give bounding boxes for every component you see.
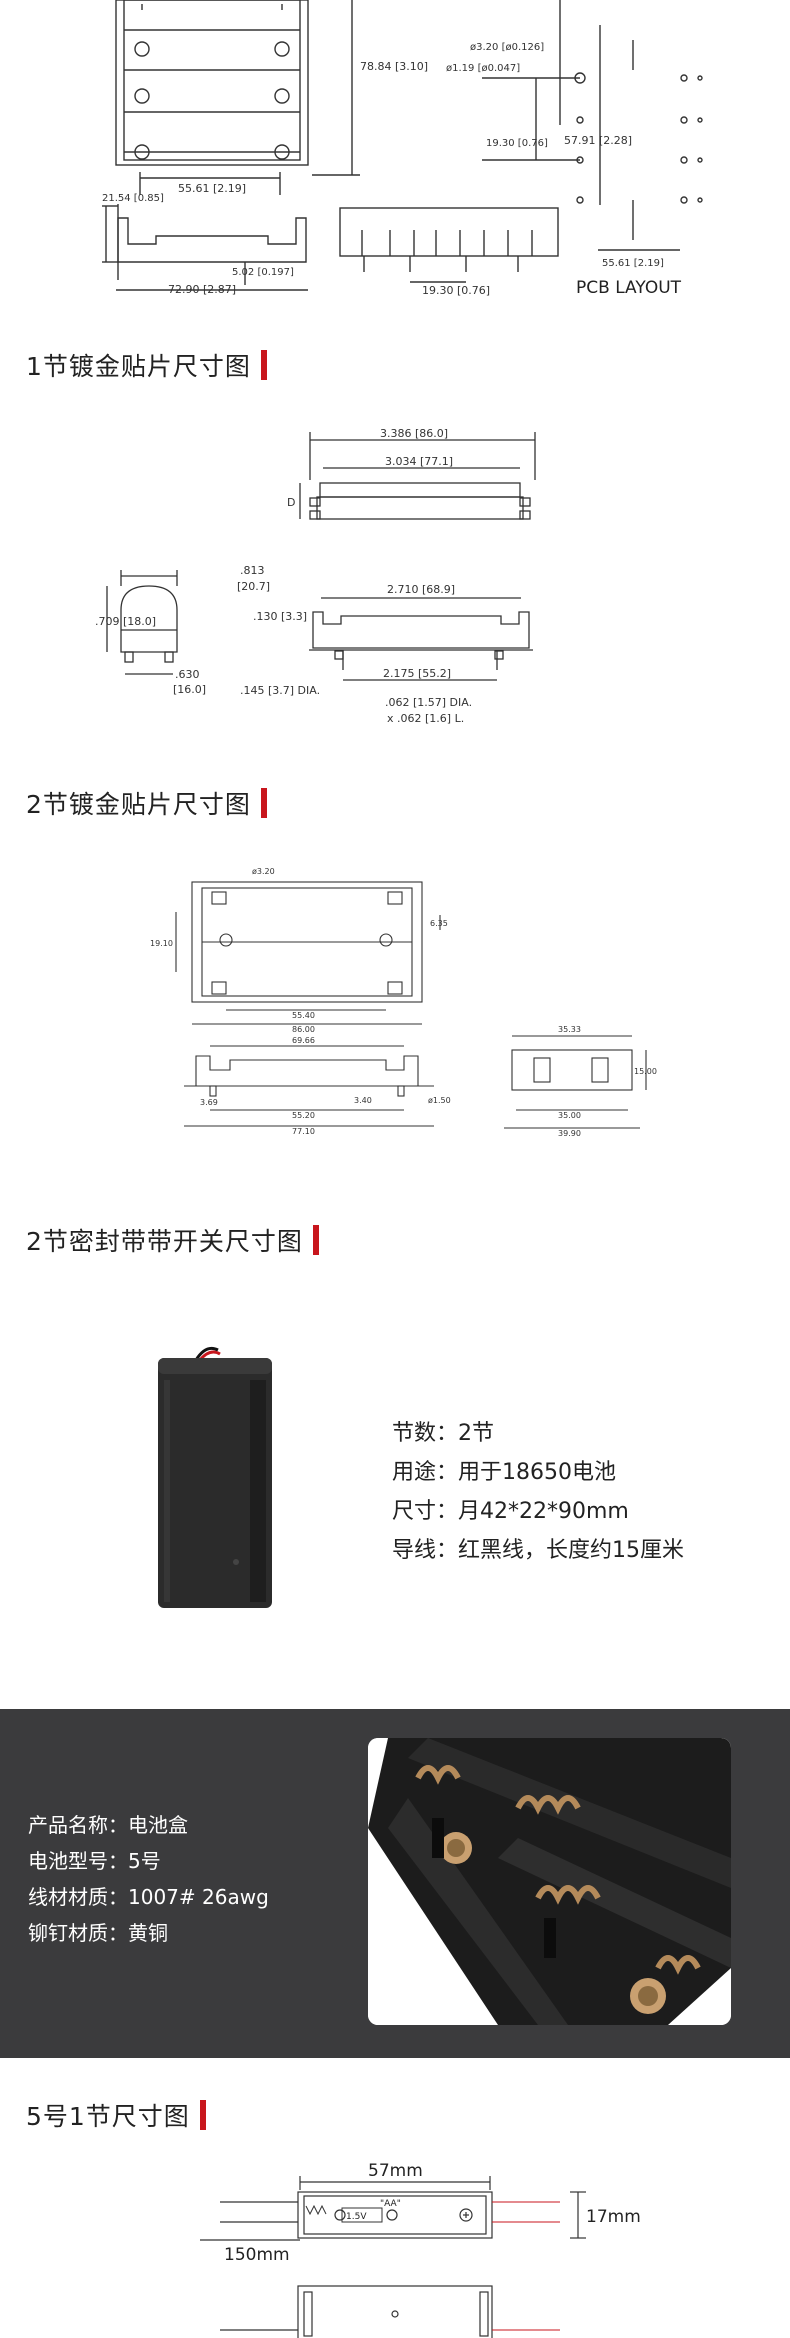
title-accent-bar — [199, 2100, 206, 2130]
s1-dim-709: .709 [18.0] — [95, 615, 156, 628]
sealed-battery-box-image — [158, 1346, 272, 1608]
title-accent-bar — [260, 788, 267, 818]
s2-h635: 6.35 — [430, 919, 448, 928]
section-title-3: 2节密封带带开关尺寸图 — [26, 1222, 319, 1258]
drawing-2-cell-smt: ø3.20 19.10 6.35 55.40 86.00 69.66 3.69 … — [150, 867, 657, 1138]
s2-h1910: 19.10 — [150, 939, 173, 948]
s2-w5520: 55.20 — [292, 1111, 315, 1120]
battery-type: 电池型号：5号 — [28, 1849, 161, 1873]
s1-dim-062a: .062 [1.57] DIA. — [385, 696, 472, 709]
wire-material: 线材材质：1007# 26awg — [28, 1885, 269, 1909]
s1-dim-813: .813 — [240, 564, 265, 577]
s1-dim-062b: x .062 [1.6] L. — [387, 712, 464, 725]
pcb-dim-502: 5.02 [0.197] — [232, 267, 294, 278]
s1-dim-d: D — [287, 496, 295, 509]
s2-w3990: 39.90 — [558, 1129, 581, 1138]
section-title-4-text: 5号1节尺寸图 — [26, 2102, 190, 2131]
spec-wire: 导线：红黑线，长度约15厘米 — [392, 1538, 684, 1563]
title-accent-bar — [260, 350, 267, 380]
title-accent-bar — [312, 1225, 319, 1255]
pcb-dim-1930: 19.30 [0.76] — [422, 284, 490, 297]
s2-w340: 3.40 — [354, 1096, 372, 1105]
rivet-material: 铆钉材质：黄铜 — [28, 1921, 168, 1945]
pcb-hole-119: ø1.19 [ø0.047] — [446, 63, 520, 74]
s1-dim-130: .130 [3.3] — [253, 610, 307, 623]
s2-w150: ø1.50 — [428, 1096, 451, 1105]
spec-size: 尺寸：月42*22*90mm — [392, 1499, 629, 1524]
s1-dim-145: .145 [3.7] DIA. — [240, 684, 320, 697]
section-title-2: 2节镀金贴片尺寸图 — [26, 785, 267, 821]
s2-w369: 3.69 — [200, 1098, 218, 1107]
section-title-1-text: 1节镀金贴片尺寸图 — [26, 352, 251, 381]
section-title-3-text: 2节密封带带开关尺寸图 — [26, 1227, 303, 1256]
s1-dim-2710: 2.710 [68.9] — [387, 583, 455, 596]
s2-w6966: 69.66 — [292, 1036, 315, 1045]
s2-w7710: 77.10 — [292, 1127, 315, 1136]
s1-dim-2175: 2.175 [55.2] — [383, 667, 451, 680]
s1-dim-3386: 3.386 [86.0] — [380, 427, 448, 440]
drawing-1-cell-smt: 3.386 [86.0] 3.034 [77.1] D .813 [20.7] … — [95, 427, 536, 725]
section-title-2-text: 2节镀金贴片尺寸图 — [26, 790, 251, 819]
pcb-dim-5791: 57.91 [2.28] — [564, 134, 632, 147]
section-title-1: 1节镀金贴片尺寸图 — [26, 347, 267, 383]
s1-dim-630: .630 — [175, 668, 200, 681]
aa-dim-150: 150mm — [224, 2245, 290, 2265]
s1-dim-160: [16.0] — [173, 683, 206, 696]
s2-w5540: 55.40 — [292, 1011, 315, 1020]
battery-holder-photo-graphic — [368, 1738, 731, 2025]
spec-cells: 节数：2节 — [392, 1421, 494, 1446]
pcb-layout-label: PCB LAYOUT — [576, 278, 682, 298]
product-name: 产品名称：电池盒 — [28, 1813, 188, 1837]
aa-voltage: 1.5V — [346, 2212, 367, 2222]
product-info-band: 产品名称：电池盒 电池型号：5号 线材材质：1007# 26awg 铆钉材质：黄… — [0, 1709, 790, 2058]
s1-dim-3034: 3.034 [77.1] — [385, 455, 453, 468]
battery-holder-photo — [368, 1738, 731, 2025]
s2-w8600: 86.00 — [292, 1025, 315, 1034]
spec-list: 节数：2节 用途：用于18650电池 尺寸：月42*22*90mm 导线：红黑线… — [392, 1414, 684, 1570]
pcb-dim-55: 55.61 [2.19] — [178, 182, 246, 195]
s2-w3500: 35.00 — [558, 1111, 581, 1120]
pcb-dim-72: 72.90 [2.87] — [168, 283, 236, 296]
pcb-dim-5561b: 55.61 [2.19] — [602, 258, 664, 269]
section-title-4: 5号1节尺寸图 — [26, 2097, 206, 2133]
aa-dim-57: 57mm — [368, 2161, 423, 2181]
aa-label: "AA" — [380, 2199, 401, 2209]
s2-hole: ø3.20 — [252, 867, 275, 876]
s1-dim-207: [20.7] — [237, 580, 270, 593]
pcb-layout-drawing: 78.84 [3.10] 55.61 [2.19] 21.54 [0.85] 5… — [102, 0, 703, 298]
pcb-dim-1930b: 19.30 [0.76] — [486, 138, 548, 149]
s2-w3533: 35.33 — [558, 1025, 581, 1034]
s2-h1500: 15.00 — [634, 1067, 657, 1076]
product-info-list: 产品名称：电池盒 电池型号：5号 线材材质：1007# 26awg 铆钉材质：黄… — [28, 1807, 269, 1951]
drawing-aa-single: 57mm 17mm 150mm "AA" 1.5V — [200, 2161, 641, 2338]
pcb-dim-21: 21.54 [0.85] — [102, 193, 164, 204]
pcb-dim-78: 78.84 [3.10] — [360, 60, 428, 73]
aa-dim-17: 17mm — [586, 2207, 641, 2227]
spec-usage: 用途：用于18650电池 — [392, 1460, 616, 1485]
pcb-hole-320: ø3.20 [ø0.126] — [470, 42, 544, 53]
